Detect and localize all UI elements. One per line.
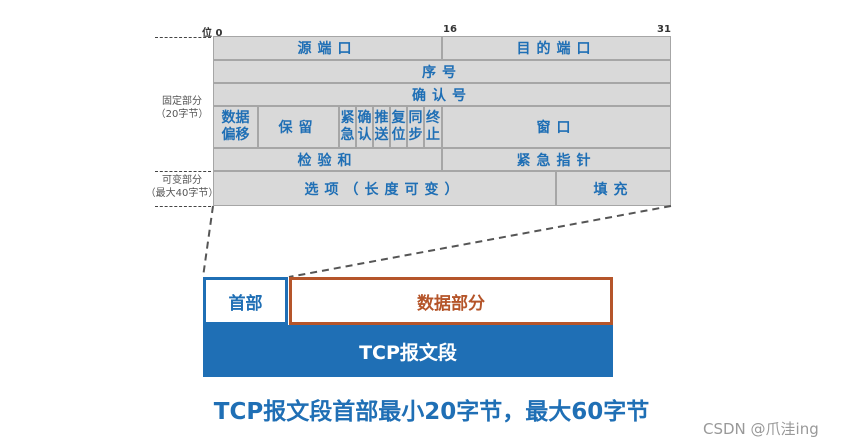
flag-fin: 终止	[424, 106, 442, 148]
connector-right	[288, 205, 672, 278]
connector-left	[202, 205, 214, 278]
label-variable-part-title: 可变部分	[162, 175, 202, 186]
field-data-offset: 数据偏移	[213, 106, 258, 148]
field-checksum: 检验和	[213, 148, 442, 171]
field-ack-number: 确认号	[213, 83, 671, 106]
flag-syn: 同步	[407, 106, 424, 148]
field-destination-port: 目的端口	[442, 36, 671, 60]
marker-variable-bottom	[155, 206, 211, 207]
flag-ack: 确认	[356, 106, 373, 148]
tcp-segment-bar: TCP报文段	[203, 325, 613, 377]
label-variable-part-size: （最大40字节）	[145, 188, 219, 199]
segment-data-box: 数据部分	[289, 277, 613, 325]
marker-fixed-top	[155, 37, 211, 38]
field-source-port: 源端口	[213, 36, 442, 60]
marker-fixed-bottom	[155, 171, 211, 172]
label-fixed-part-size: （20字节）	[155, 109, 209, 120]
flag-rst: 复位	[390, 106, 407, 148]
label-fixed-part: 固定部分 （20字节）	[150, 95, 214, 121]
flag-psh: 推送	[373, 106, 390, 148]
field-sequence-number: 序号	[213, 60, 671, 83]
bit-label-16: 16	[443, 24, 457, 35]
bit-label-31: 31	[657, 24, 671, 35]
field-window: 窗口	[442, 106, 671, 148]
field-options: 选项（长度可变）	[213, 171, 556, 206]
segment-header-box: 首部	[203, 277, 288, 325]
bit-label-0: 位 0	[202, 28, 223, 39]
label-variable-part: 可变部分 （最大40字节）	[145, 174, 219, 200]
caption: TCP报文段首部最小20字节，最大60字节	[213, 399, 650, 425]
field-data-offset-label: 数据偏移	[221, 110, 250, 143]
field-reserved: 保留	[258, 106, 339, 148]
field-padding: 填充	[556, 171, 671, 206]
flag-urg: 紧急	[339, 106, 356, 148]
field-urgent-pointer: 紧急指针	[442, 148, 671, 171]
watermark: CSDN @爪洼ing	[703, 420, 819, 438]
label-fixed-part-title: 固定部分	[162, 96, 202, 107]
